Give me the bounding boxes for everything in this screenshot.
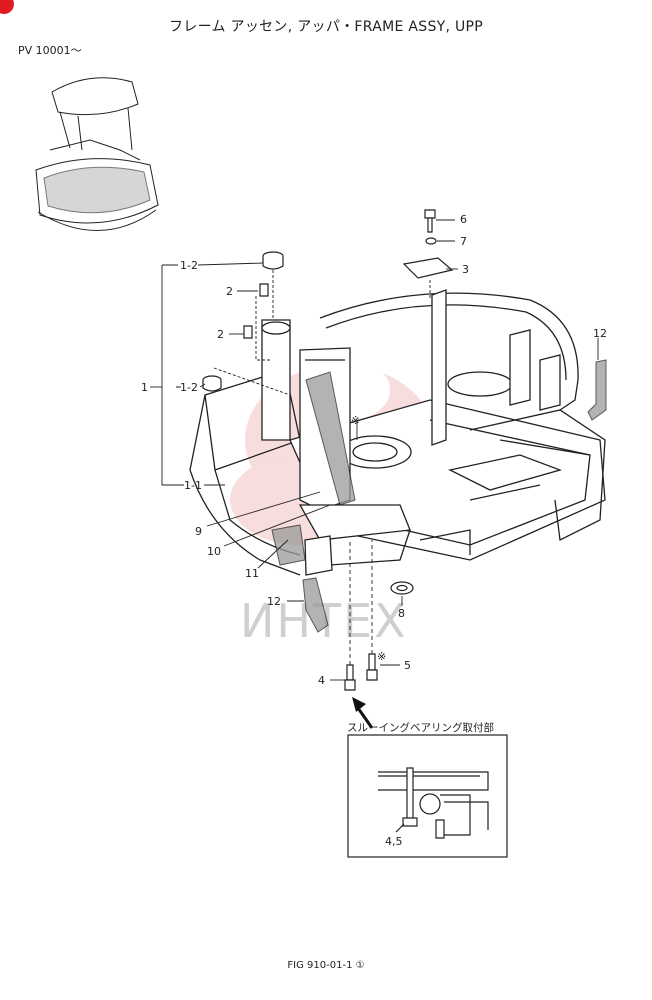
callout-12-right: 12 xyxy=(593,327,607,340)
leader-lines xyxy=(150,219,599,681)
callout-6: 6 xyxy=(460,213,467,226)
callout-8: 8 xyxy=(398,607,405,620)
arrow-icon xyxy=(352,697,374,729)
callout-5: 5 xyxy=(404,659,411,672)
inset-label: 4,5 xyxy=(385,835,403,848)
rubber-pads xyxy=(271,359,607,633)
figure-number: FIG 910-01-1 ① xyxy=(287,960,365,971)
callout-2-mid: 2 xyxy=(217,328,224,341)
callout-1-2-left: 1-2 xyxy=(180,381,198,394)
callout-11: 11 xyxy=(245,567,259,580)
callout-9: 9 xyxy=(195,525,202,538)
callout-10: 10 xyxy=(207,545,221,558)
callout-2-top: 2 xyxy=(226,285,233,298)
serial-range: PV 10001～ xyxy=(18,44,82,57)
inset-detail-drawing xyxy=(378,767,489,839)
mark-asterisk-b: ※ xyxy=(377,650,386,663)
callout-1: 1 xyxy=(141,381,148,394)
callout-3: 3 xyxy=(462,263,469,276)
inset-title: スルーイングベアリング取付部 xyxy=(347,721,494,734)
callout-1-2-top: 1-2 xyxy=(180,259,198,272)
page-title: フレーム アッセン, アッパ・FRAME ASSY, UPP xyxy=(168,19,484,35)
corner-badge-icon xyxy=(0,0,14,14)
callout-12-left: 12 xyxy=(267,595,281,608)
callout-1-1: 1-1 xyxy=(184,479,202,492)
callout-7: 7 xyxy=(460,235,467,248)
mark-asterisk-a: ※ xyxy=(351,414,360,427)
excavator-thumbnail-icon xyxy=(35,77,159,231)
callout-4: 4 xyxy=(318,674,325,687)
loose-parts xyxy=(202,209,454,691)
